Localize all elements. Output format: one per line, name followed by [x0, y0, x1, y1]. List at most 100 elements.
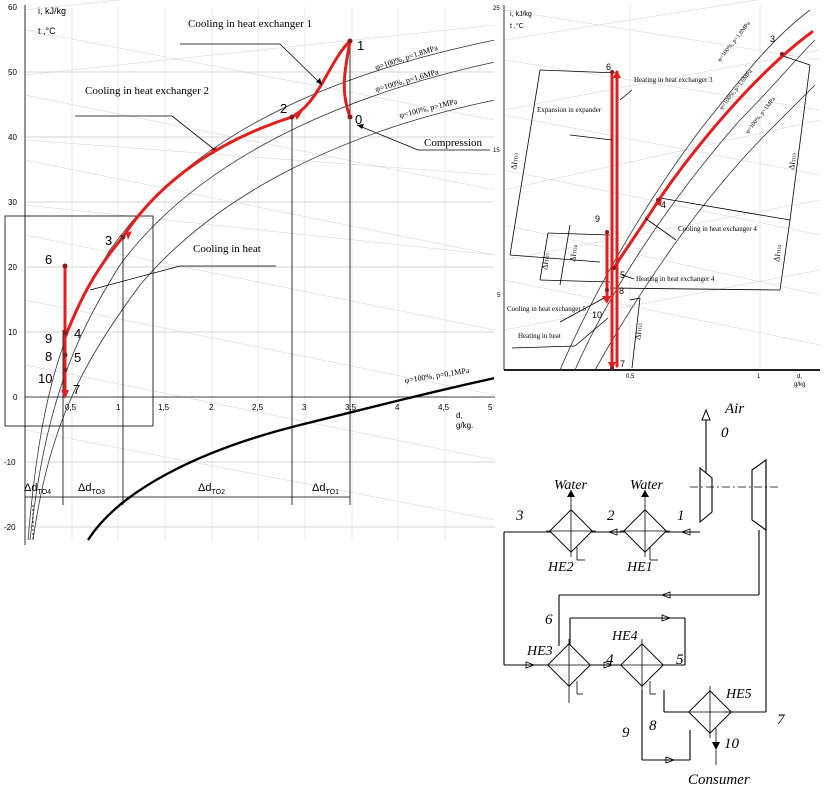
node-label-8: 8 — [649, 718, 657, 734]
inset-point-label-9: 9 — [595, 214, 600, 224]
node-label-3: 3 — [515, 508, 524, 524]
arrow-to-2 — [294, 112, 302, 120]
isoline-label-0-1mpa: φ=100%, p=0,1MPa — [404, 366, 470, 385]
inset-x-tick-1: 1 — [757, 374, 761, 380]
arrow-mid-he2 — [210, 147, 217, 154]
process-cooling-he2 — [121, 115, 294, 239]
inset-y-axis-title-2: t ,°C — [510, 22, 524, 30]
x-tick-4-5: 4,5 — [438, 403, 450, 412]
main-points — [62, 38, 353, 373]
x-tick-0-5: 0,5 — [65, 403, 77, 412]
isoline-label-1-6mpa: φ=100%, p=1,6MPa — [374, 67, 440, 94]
inset-annotation-cooling-he4: Cooling in heat exchanger 4 — [678, 225, 757, 233]
inset-annotation-cooling-he5: Cooling in heat exchanger 5 — [507, 305, 586, 313]
point-label-4: 4 — [74, 326, 81, 341]
inset-point-label-4: 4 — [661, 200, 666, 210]
isoline-label-1-8mpa: φ=100%, p=1,8MPa — [374, 43, 439, 72]
point-label-10: 10 — [38, 371, 52, 386]
main-horizontal-grid — [24, 7, 495, 540]
isoline-1mpa — [32, 99, 496, 541]
main-y-axis-title: i, kJ/kg — [38, 6, 66, 16]
annotation-cooling-he2: Cooling in heat exchanger 2 — [85, 85, 209, 97]
main-y-axis-title-2: t ,°C — [38, 26, 56, 36]
heat-exchanger-he1 — [620, 490, 670, 561]
label-he3: HE3 — [526, 644, 553, 659]
inset-annotation-expansion: Expansion in expander — [537, 106, 602, 114]
node-label-5: 5 — [676, 652, 684, 668]
inset-delta-to3: ΔITO3 — [509, 152, 520, 170]
annotation-compression: Compression — [424, 137, 483, 149]
label-consumer: Consumer — [688, 772, 750, 788]
point-label-9: 9 — [45, 331, 52, 346]
node-label-4: 4 — [606, 652, 614, 668]
point-label-3: 3 — [105, 233, 112, 248]
annotation-cooling-he1: Cooling in heat exchanger 1 — [188, 18, 312, 30]
inset-points — [605, 52, 784, 370]
main-x-axis-title: d, — [456, 411, 463, 420]
delta-d-to3: ΔdTO3 — [78, 482, 105, 496]
inset-isoline-1mpa — [594, 84, 816, 371]
y-tick-20: 20 — [8, 263, 17, 272]
point-label-0: 0 — [355, 112, 362, 127]
main-vertical-grid — [71, 7, 446, 540]
inset-point-label-7: 7 — [620, 359, 625, 369]
y-tick-10: 10 — [8, 328, 17, 337]
inset-process-path — [602, 30, 814, 370]
main-enthalpy-lines — [24, 0, 496, 521]
node-label-1: 1 — [677, 508, 685, 524]
inset-isoline-1-8mpa — [559, 9, 811, 371]
inset-isolines — [559, 9, 816, 371]
y-tick-m10: -10 — [4, 458, 16, 467]
inset-process-cooling — [612, 30, 814, 270]
inset-point-label-10: 10 — [592, 310, 602, 320]
x-tick-4: 4 — [395, 403, 400, 412]
inset-chart: i, kJ/kg t ,°C 25 15 5 0,5 1 d, g/kg φ=1… — [493, 0, 828, 390]
inset-annotation-heating-heat: Heating in heat — [518, 332, 561, 340]
x-tick-2-5: 2,5 — [252, 403, 264, 412]
point-label-5: 5 — [74, 350, 81, 365]
inset-delta-to3-right: ΔITO3 — [787, 152, 798, 170]
inset-delta-to4-left: ΔITO4 — [568, 244, 579, 262]
arrow-to-3 — [126, 231, 132, 240]
main-isolines — [27, 39, 496, 541]
main-process-path — [61, 39, 352, 399]
heat-exchanger-he4 — [617, 639, 667, 695]
point-label-2: 2 — [280, 101, 287, 116]
inset-point-label-6: 6 — [606, 62, 611, 72]
inset-y-tick-5: 5 — [497, 293, 501, 299]
label-he1: HE1 — [626, 560, 653, 575]
compressor — [699, 466, 713, 524]
inset-dimension-lines — [509, 54, 811, 369]
x-tick-2: 2 — [209, 403, 214, 412]
y-tick-30: 30 — [8, 198, 17, 207]
main-x-axis-unit: g/kg. — [456, 421, 473, 430]
isoline-1-8mpa — [27, 39, 496, 541]
isoline-0-1mpa — [86, 376, 496, 541]
inset-delta-to5-left: ΔITO5 — [540, 252, 551, 270]
process-cooling-he3 — [64, 235, 125, 337]
node-label-10: 10 — [724, 736, 740, 752]
inset-x-axis-title: d, — [797, 374, 802, 380]
expander — [751, 458, 767, 532]
heat-exchanger-he3 — [544, 639, 594, 703]
point-label-6: 6 — [45, 252, 52, 267]
x-tick-5: 5 — [488, 403, 493, 412]
node-label-0: 0 — [721, 425, 729, 441]
x-tick-1: 1 — [116, 403, 121, 412]
inset-x-tick-0-5: 0,5 — [626, 374, 635, 380]
inset-delta-to5-bottom: ΔITO5 — [633, 322, 644, 340]
inset-annotation-heating-he3: Heating in heat exchanger 3 — [634, 76, 713, 84]
label-he4: HE4 — [611, 629, 638, 644]
zoom-region-box — [4, 215, 154, 427]
x-tick-3-5: 3,5 — [345, 403, 357, 412]
label-water-he1: Water — [630, 478, 663, 493]
delta-d-to4: ΔdTO4 — [24, 482, 51, 496]
main-annotations: Cooling in heat exchanger 1 Cooling in h… — [75, 18, 490, 291]
node-label-7: 7 — [777, 712, 786, 728]
main-x-tick-labels: 0,5 1 1,5 2 2,5 3 3,5 4 4,5 5 — [65, 403, 493, 412]
inset-point-label-8: 8 — [619, 286, 624, 296]
node-label-2: 2 — [607, 508, 615, 524]
y-tick-50: 50 — [8, 68, 17, 77]
inset-arrow-to-6 — [613, 70, 621, 78]
